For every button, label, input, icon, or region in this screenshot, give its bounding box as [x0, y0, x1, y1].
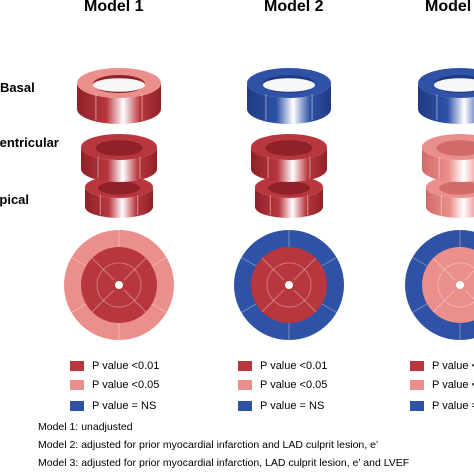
legend-item-blue-2: P value = NS [238, 399, 324, 413]
model-1-bullseye-seam-outer-6 [151, 257, 167, 267]
legend-swatch-light [70, 380, 84, 390]
model-3-ring-2-hole [436, 140, 474, 156]
legend-label-light: P value <0.05 [92, 379, 160, 391]
model-2-bullseye-center [285, 281, 293, 289]
legend-item-light: P value <0.05 [70, 378, 159, 392]
model-3-bullseye-inner [422, 247, 474, 323]
model-2-bullseye-seam-outer-4 [241, 257, 257, 267]
row-label-apical: Apical [0, 192, 30, 207]
model-3-bullseye-seam-inner-3 [432, 257, 456, 281]
model-1-bullseye-seam-outer-4 [71, 257, 87, 267]
legend-label-blue-2: P value = NS [260, 400, 325, 412]
model-2-ring-3-wall [255, 187, 323, 218]
model-3-bullseye-center [456, 281, 464, 289]
legend-item-dark-3: P value <0.01 [410, 359, 474, 373]
model-3-ring-3-hole [438, 181, 474, 195]
model-1-bullseye-seam-inner-4 [123, 257, 147, 281]
model-1-bullseye-center [115, 281, 123, 289]
legend-label-light-3: P value <0.05 [432, 379, 474, 391]
model-2-ring-2-hole [265, 140, 313, 156]
legend-item-dark-2: P value <0.01 [238, 359, 327, 373]
legend-swatch-light-3 [410, 380, 424, 390]
model-1-ring-2-wall [81, 147, 157, 182]
model-3-bullseye-seam-outer-4 [412, 257, 428, 267]
legend-label-blue: P value = NS [92, 400, 157, 412]
model-1-ring-1-wall [77, 83, 161, 124]
model-2-bullseye-seam-inner-1 [293, 289, 317, 313]
legend-swatch-blue-2 [238, 401, 252, 411]
model-2-bullseye-seam-outer-6 [321, 257, 337, 267]
model-1-bullseye-seam-inner-3 [91, 257, 115, 281]
row-label-midventricular: Midventricular [0, 135, 59, 150]
model-1-bullseye-ring-line [96, 262, 142, 308]
model-3-bullseye-seam-inner-4 [464, 270, 474, 281]
model-3-bullseye-seam-outer-3 [412, 303, 428, 313]
model-1-bullseye-seam-inner-1 [123, 289, 147, 313]
row-label-basal: Basal [0, 80, 35, 95]
model-2-ring-1-inner-highlight [262, 78, 316, 92]
legend-label-blue-3: P value = NS [432, 400, 474, 412]
model-3-ring-2-wall [422, 147, 474, 182]
model-2-bullseye-seam-outer-1 [321, 303, 337, 313]
legend-item-light-2: P value <0.05 [238, 378, 327, 392]
model-1-bullseye-seam-outer-3 [71, 303, 87, 313]
model-2-title: Model 2 [264, 0, 324, 15]
model-2-bullseye-seam-inner-4 [293, 257, 317, 281]
model-1-ring-2-hole [95, 140, 143, 156]
model-1-bullseye-seam-outer-1 [151, 303, 167, 313]
model-3-ring-3-wall [426, 187, 474, 218]
model-2-bullseye-seam-inner-2 [261, 289, 285, 313]
model-2-ring-2-wall [251, 147, 327, 182]
legend-label-dark: P value <0.01 [92, 360, 160, 372]
model-2-ring-3-hole [267, 181, 311, 195]
model-2-bullseye-seam-outer-3 [241, 303, 257, 313]
model-1-ring-1-inner-highlight [92, 78, 146, 92]
model-3-ring-1-wall [418, 83, 474, 124]
model-3-title: Model 3 [425, 0, 474, 15]
legend-label-light-2: P value <0.05 [260, 379, 328, 391]
model-3-bullseye-ring-line [437, 262, 474, 308]
legend-item-light-3: P value <0.05 [410, 378, 474, 392]
model-1-ring-3-hole [97, 181, 141, 195]
legend-item-dark: P value <0.01 [70, 359, 159, 373]
legend-swatch-dark-2 [238, 361, 252, 371]
model-2-bullseye-seam-inner-3 [261, 257, 285, 281]
model-2-bullseye-ring-line [266, 262, 312, 308]
legend-item-blue-3: P value = NS [410, 399, 474, 413]
model-3-ring-1-inner-highlight [433, 78, 474, 92]
footnote-model-1: Model 1: unadjusted [38, 421, 133, 433]
legend-item-blue: P value = NS [70, 399, 156, 413]
model-1-title: Model 1 [84, 0, 144, 15]
model-2-ring-1-wall [247, 83, 331, 124]
legend-swatch-dark-3 [410, 361, 424, 371]
legend-label-dark-2: P value <0.01 [260, 360, 328, 372]
legend-swatch-dark [70, 361, 84, 371]
model-1-bullseye-seam-inner-2 [91, 289, 115, 313]
legend-label-dark-3: P value <0.01 [432, 360, 474, 372]
model-1-ring-3-wall [85, 187, 153, 218]
footnote-model-3: Model 3: adjusted for prior myocardial i… [38, 457, 410, 469]
legend-swatch-blue [70, 401, 84, 411]
legend-swatch-blue-3 [410, 401, 424, 411]
model-3-bullseye-seam-inner-1 [464, 289, 474, 300]
legend-swatch-light-2 [238, 380, 252, 390]
footnote-model-2: Model 2: adjusted for prior myocardial i… [38, 439, 379, 451]
model-3-bullseye-seam-inner-2 [432, 289, 456, 313]
